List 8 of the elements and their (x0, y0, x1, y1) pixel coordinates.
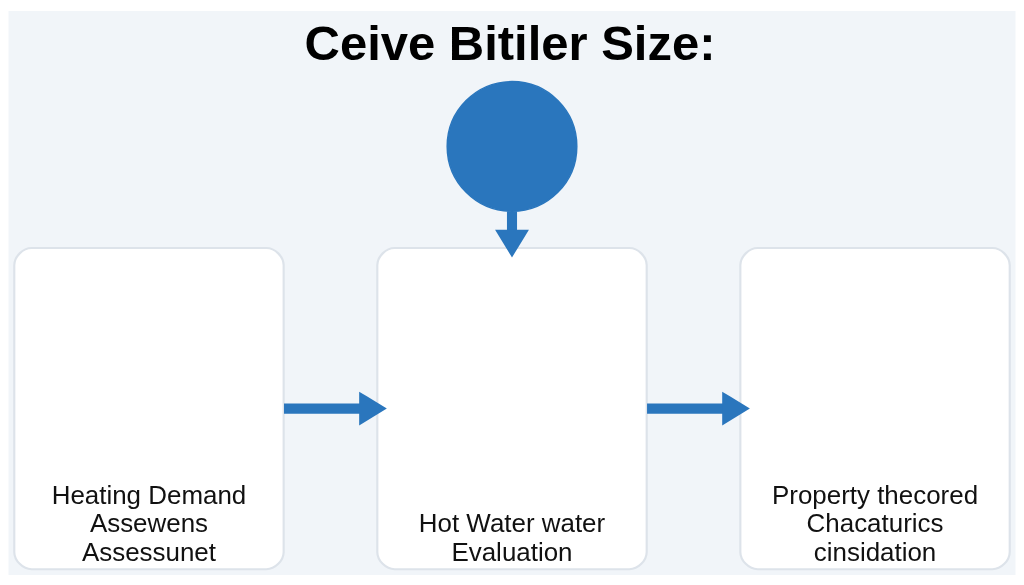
node-box: Property thecored Chacaturics cinsidation (739, 246, 1011, 570)
arrow (284, 391, 387, 426)
node-box: Hot Water water Evaluation (376, 246, 648, 570)
node-circle (446, 80, 578, 212)
node-box: Heating Demand Assewens Assessunet (13, 246, 285, 570)
arrow (647, 391, 750, 426)
arrow (495, 210, 529, 257)
diagram-title: Ceive Bitiler Size: (304, 15, 716, 70)
